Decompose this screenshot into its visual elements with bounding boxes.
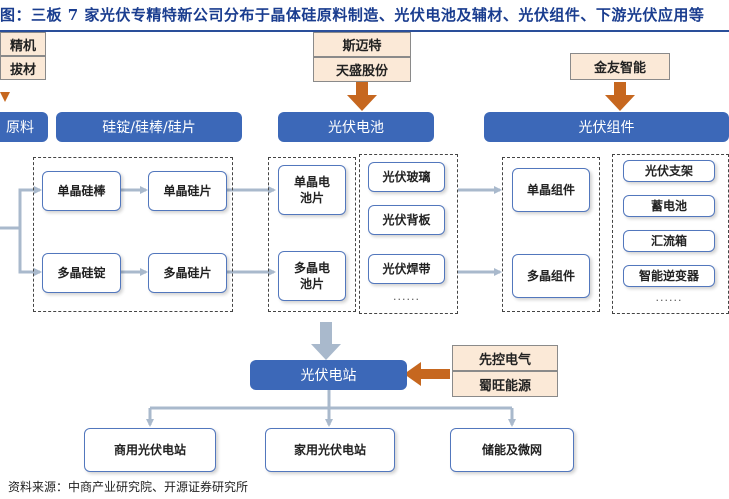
company-module: 金友智能	[570, 53, 670, 80]
aux-ellipsis: ......	[393, 290, 420, 303]
module-group	[502, 157, 600, 312]
company-left-2: 拔材	[0, 56, 46, 80]
source-note: 资料来源：中商产业研究院、开源证券研究所	[8, 480, 249, 494]
node-multi-module: 多晶组件	[512, 254, 590, 298]
company-station-1: 先控电气	[452, 345, 558, 371]
company-left-1: 精机	[0, 32, 46, 56]
arrow-to-station	[311, 322, 341, 360]
orange-arrow-left-head	[0, 92, 10, 102]
company-cell-2: 天盛股份	[313, 57, 411, 82]
station-to-apps	[146, 390, 516, 427]
node-multi-wafer: 多晶硅片	[148, 253, 227, 293]
orange-arrows	[0, 82, 635, 386]
page-title: 图：三板 7 家光伏专精特新公司分布于晶体硅原料制造、光伏电池及辅材、光伏组件、…	[0, 6, 705, 24]
app-storage-microgrid: 储能及微网	[450, 428, 574, 472]
stage-raw: 原料	[0, 112, 48, 142]
company-station-2: 蜀旺能源	[452, 371, 558, 397]
stage-cell: 光伏电池	[278, 112, 434, 142]
node-pv-mount: 光伏支架	[623, 160, 715, 182]
node-mono-wafer: 单晶硅片	[148, 171, 227, 211]
stage-station: 光伏电站	[250, 360, 407, 390]
node-battery: 蓄电池	[623, 195, 715, 217]
orange-arrow-cell-shaft	[356, 82, 368, 96]
node-pv-glass: 光伏玻璃	[368, 162, 445, 192]
title-divider	[0, 30, 729, 32]
stage-module: 光伏组件	[484, 112, 729, 142]
orange-arrow-station-head	[404, 362, 421, 386]
node-mono-cell: 单晶电池片	[278, 165, 346, 215]
cell-group	[268, 157, 356, 312]
app-residential-station: 家用光伏电站	[265, 428, 395, 472]
app-commercial-station: 商用光伏电站	[84, 428, 216, 472]
orange-arrow-module-shaft	[614, 82, 626, 96]
node-pv-backsheet: 光伏背板	[368, 205, 445, 235]
node-combiner-box: 汇流箱	[623, 230, 715, 252]
bos-ellipsis: ......	[655, 291, 683, 304]
orange-arrow-station-shaft	[420, 369, 450, 379]
aux-material-group	[359, 154, 458, 314]
node-multi-cell: 多晶电池片	[278, 251, 346, 301]
node-mono-rod: 单晶硅棒	[42, 171, 121, 211]
node-smart-inverter: 智能逆变器	[623, 265, 715, 287]
company-cell-1: 斯迈特	[313, 32, 411, 57]
node-pv-ribbon: 光伏焊带	[368, 254, 445, 284]
node-mono-module: 单晶组件	[512, 168, 590, 212]
stage-silicon: 硅锭/硅棒/硅片	[56, 112, 242, 142]
orange-arrow-cell-head	[347, 95, 377, 111]
orange-arrow-module-head	[605, 95, 635, 111]
node-multi-ingot: 多晶硅锭	[42, 253, 121, 293]
silicon-group	[33, 157, 233, 312]
